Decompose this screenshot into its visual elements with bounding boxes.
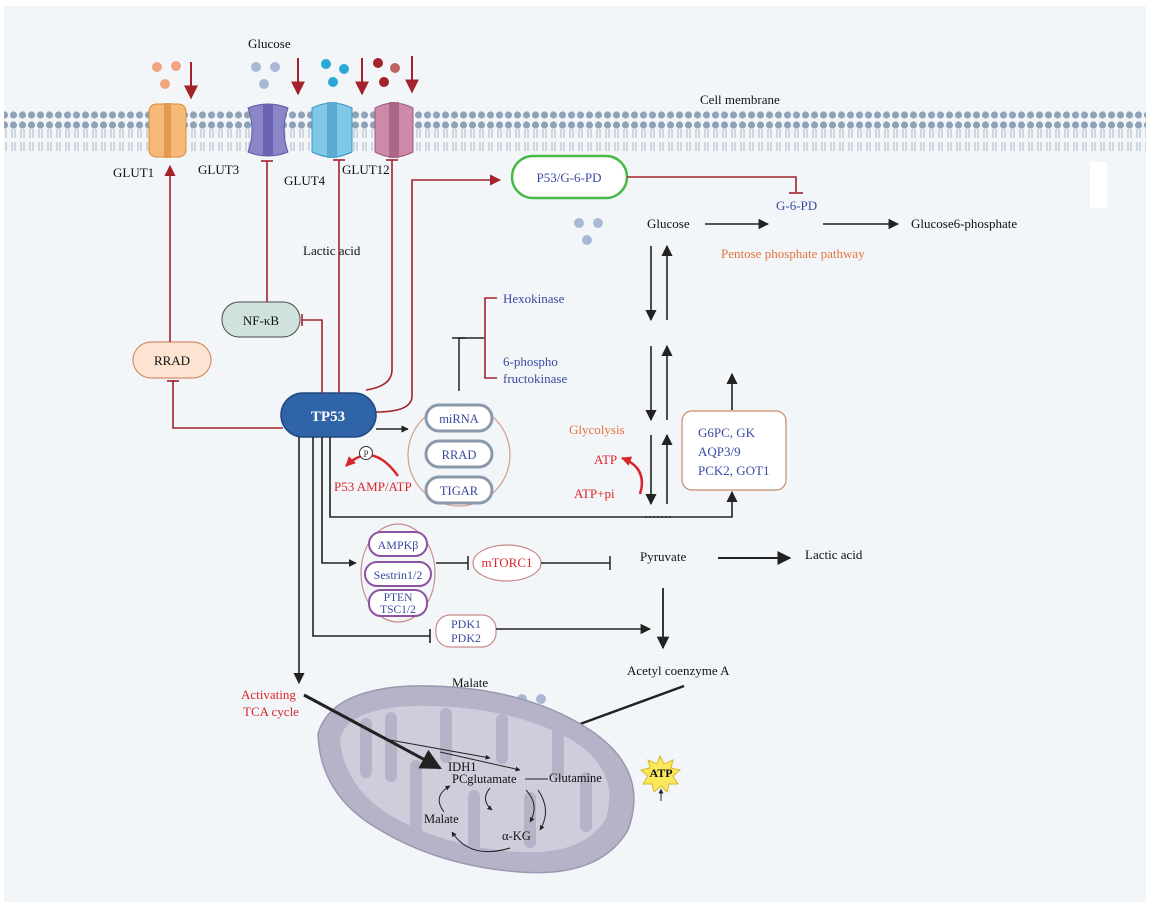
tca-secondary-arrow-2 [439, 751, 521, 772]
malate-top-label: Malate [452, 675, 488, 690]
pten-label: PTEN [384, 592, 413, 604]
glucose-label-top: Glucose [248, 36, 291, 51]
sestrin-node [364, 561, 432, 587]
rrad2-node [424, 439, 494, 469]
tca-label-line1: Activating [241, 687, 296, 702]
rrad2-label: RRAD [442, 448, 477, 462]
tca-label-line2: TCA cycle [243, 704, 299, 719]
atp-burst [639, 754, 682, 793]
glutamine-label: Glutamine [549, 771, 602, 785]
rrad-label: RRAD [154, 353, 190, 368]
glycolysis-arrows [645, 244, 673, 506]
cell-membrane-label: Cell membrane [700, 92, 780, 107]
pdk-node [435, 614, 497, 648]
mtorc1-label: mTORC1 [481, 555, 532, 570]
glut12-label: GLUT12 [342, 162, 390, 177]
tp53-downstream-lines [293, 437, 738, 685]
ampk-node [368, 531, 428, 557]
sestrin-label: Sestrin1/2 [374, 568, 423, 582]
glut3-label: GLUT3 [198, 162, 239, 177]
hexokinase-label: Hexokinase [503, 291, 565, 306]
atp-pi-label: ATP+pi [574, 486, 615, 501]
tca-cycle-arrows [438, 785, 546, 853]
pdk1-label: PDK1 [451, 617, 481, 631]
tca-activation-arrow [303, 693, 442, 770]
pten-tsc-node [368, 589, 428, 617]
pyruvate-label: Pyruvate [640, 549, 686, 564]
mirna-label: miRNA [439, 412, 479, 426]
mirna-node [424, 403, 494, 433]
p53-g6pd-label: P53/G-6-PD [536, 170, 601, 185]
glucose-entry-arrows [184, 56, 419, 100]
glucose-right-label: Glucose [647, 216, 690, 231]
nfkb-label: NF-κB [243, 313, 279, 328]
gene-box [681, 410, 787, 491]
tigar-node [424, 475, 494, 505]
p53-ampatp-label: P53 AMP/ATP [334, 479, 412, 494]
glut1-transporter [148, 103, 187, 158]
pdk2-label: PDK2 [451, 631, 481, 645]
glut4-transporter [311, 102, 353, 158]
glut12-transporter [374, 102, 414, 158]
idh1-label: IDH1 [448, 760, 476, 774]
gene-line-3: PCK2, GOT1 [698, 463, 770, 478]
atp-generation-arrow [621, 456, 644, 495]
cluster2-ellipse [360, 523, 436, 623]
phospho-circle [359, 446, 373, 460]
particles-glut12 [373, 58, 400, 87]
glucose6p-label: Glucose6-phosphate [911, 216, 1017, 231]
glucose-particles-right [574, 218, 603, 245]
ppp-label: Pentose phosphate pathway [721, 246, 865, 261]
pcglutamate-label: PCglutamate [452, 772, 517, 786]
tp53-node [280, 392, 377, 438]
gene-line-1: G6PC, GK [698, 425, 756, 440]
tca-secondary-arrow-1 [389, 739, 491, 760]
particles-glut1 [152, 61, 181, 89]
lactic-acid-upstream-label: Lactic acid [303, 243, 361, 258]
glut4-label: GLUT4 [284, 173, 326, 188]
nfkb-node [221, 301, 301, 338]
tigar-label: TIGAR [440, 484, 479, 498]
pfk-label-line2: fructokinase [503, 371, 567, 386]
particles-glut4 [321, 59, 349, 87]
gene-line-2: AQP3/9 [698, 444, 741, 459]
tp53-label: TP53 [311, 409, 345, 425]
glut3-transporter [247, 103, 289, 157]
atp-label: ATP [594, 452, 617, 467]
lactic-acid-right-label: Lactic acid [805, 547, 863, 562]
pfk-label-line1: 6-phospho [503, 354, 558, 369]
akg-label: α-KG [502, 829, 531, 843]
rrad-node [132, 341, 212, 379]
malate-mito-label: Malate [424, 812, 459, 826]
phospho-label: P [363, 449, 368, 459]
ampk-label: AMPKβ [378, 538, 419, 552]
particles-glut3 [251, 62, 280, 89]
cell-membrane [4, 111, 1146, 151]
g6pd-label: G-6-PD [776, 198, 817, 213]
atp-burst-label: ATP [649, 766, 672, 780]
glut1-label: GLUT1 [113, 165, 154, 180]
tp53-regulation-lines [164, 159, 803, 429]
acetyl-coa-label: Acetyl coenzyme A [627, 663, 730, 678]
glycolysis-label: Glycolysis [569, 422, 625, 437]
mitochondrion [317, 685, 635, 874]
tsc-label: TSC1/2 [380, 604, 416, 616]
white-bar [1090, 162, 1107, 208]
